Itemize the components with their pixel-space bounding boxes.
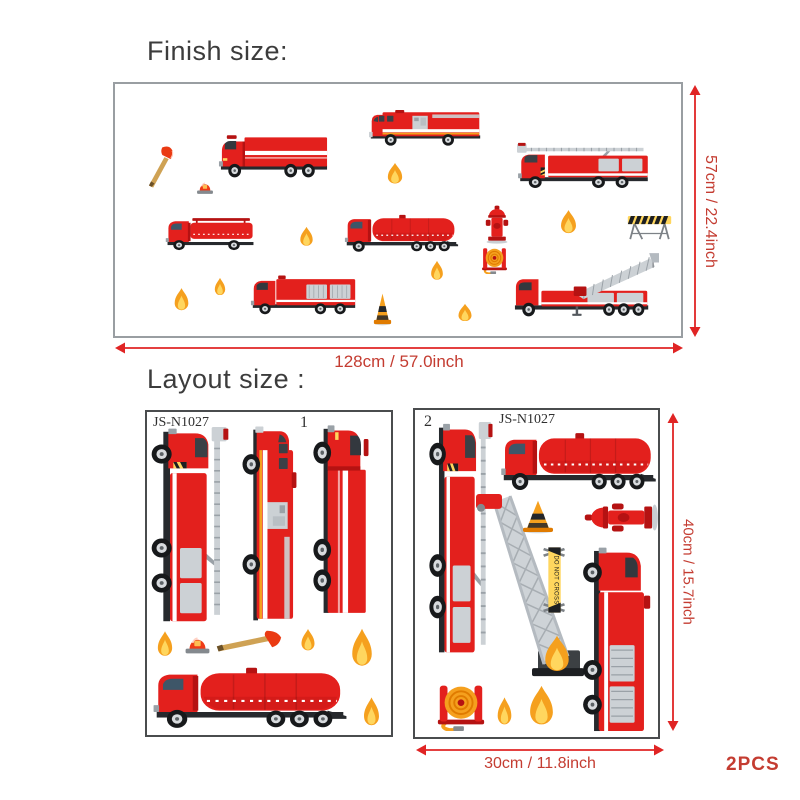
sheet-2-number: 2 [424, 413, 432, 430]
finish-width-label: 128cm / 57.0inch [334, 352, 464, 371]
flame [524, 684, 559, 731]
layout-height-label: 40cm / 15.7inch [679, 519, 697, 625]
flame [557, 209, 580, 237]
fire-truck-ladder [428, 422, 498, 658]
traffic-cone [371, 292, 394, 327]
fire-truck-box [310, 422, 378, 618]
finish-height-arrow [689, 85, 701, 337]
layout-width-arrow [416, 744, 664, 756]
finish-width-arrow [115, 342, 683, 354]
fire-truck-aerial [512, 251, 659, 320]
flame [171, 287, 192, 314]
fire-axe [215, 629, 290, 655]
flame [347, 627, 377, 672]
crane-boom [468, 494, 596, 682]
flame [297, 226, 316, 249]
fire-truck-tanker-small [164, 212, 257, 252]
flame [360, 696, 383, 730]
fire-truck-pumper [369, 106, 482, 147]
hose-reel [480, 245, 509, 274]
sheet-1-number: 1 [300, 414, 308, 431]
fire-truck-ladder [150, 427, 235, 626]
fire-truck-pumper [240, 426, 302, 623]
fire-hydrant [485, 205, 509, 244]
fire-truck-tanker [152, 658, 348, 730]
flame [539, 634, 575, 677]
hose-reel [434, 680, 488, 731]
do-not-cross-barricade: DO NOT CROSS [536, 544, 574, 616]
fire-truck-box [217, 128, 330, 180]
flame [212, 277, 228, 298]
finish-size-heading: Finish size: [147, 36, 289, 66]
flame [455, 303, 475, 324]
flame [428, 260, 446, 283]
traffic-cone [518, 499, 558, 535]
flame [494, 696, 515, 729]
finish-height-label: 57cm / 22.4inch [702, 154, 719, 268]
siren-beacon [184, 631, 211, 655]
layout-height-arrow [667, 413, 679, 731]
pieces-count-label: 2PCS [726, 754, 780, 775]
fire-truck-ladder [517, 139, 651, 189]
fire-hydrant [583, 502, 658, 532]
flame [384, 162, 406, 187]
fire-axe [144, 146, 175, 189]
svg-text:DO NOT CROSS: DO NOT CROSS [552, 555, 559, 604]
layout-width-label: 30cm / 11.8inch [484, 755, 596, 772]
fire-truck-engine [580, 546, 658, 736]
barricade [626, 211, 673, 241]
siren-beacon [196, 178, 214, 195]
layout-size-heading: Layout size : [147, 364, 306, 394]
fire-truck-tanker [500, 424, 657, 492]
sheet-1-sku-label: JS-N1027 [153, 415, 210, 430]
sheet-2-sku-label: JS-N1027 [499, 412, 556, 427]
fire-truck-engine [250, 271, 358, 316]
flame [298, 628, 318, 654]
flame [154, 630, 176, 660]
fire-truck-tanker [344, 209, 459, 253]
